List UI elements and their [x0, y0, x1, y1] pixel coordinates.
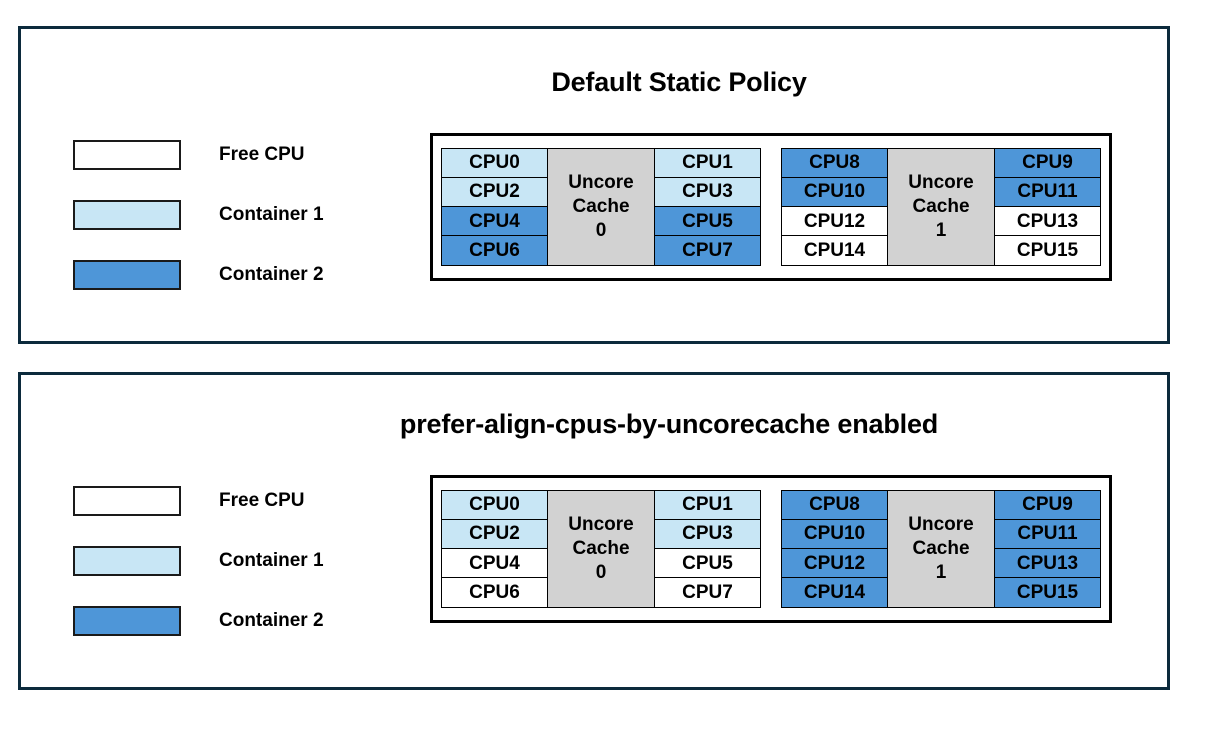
- legend-swatch-container2: [73, 606, 181, 636]
- cpu-cell: CPU4: [441, 548, 548, 579]
- cpu-cell: CPU3: [654, 177, 761, 208]
- cpu-cell: CPU13: [994, 548, 1101, 579]
- panel-default-static-policy: Default Static Policy Free CPU Container …: [18, 26, 1170, 344]
- legend-swatch-container2: [73, 260, 181, 290]
- cpu-cell: CPU15: [994, 235, 1101, 266]
- cpu-cell: CPU2: [441, 519, 548, 550]
- legend-label: Free CPU: [219, 490, 305, 511]
- uncore-cache-label-line: Uncore: [908, 513, 974, 535]
- cpu-cell: CPU1: [654, 148, 761, 179]
- legend-label: Container 1: [219, 204, 324, 225]
- legend-label: Free CPU: [219, 144, 305, 165]
- cpu-cell: CPU11: [994, 177, 1101, 208]
- cpu-cell: CPU12: [781, 206, 888, 237]
- legend-label: Container 2: [219, 264, 324, 285]
- legend-swatch-container1: [73, 200, 181, 230]
- legend-label: Container 2: [219, 610, 324, 631]
- cpu-cell: CPU10: [781, 177, 888, 208]
- legend: Free CPU Container 1 Container 2: [73, 125, 324, 305]
- uncore-cache-label-line: 0: [595, 562, 607, 584]
- cpu-cell: CPU6: [441, 235, 548, 266]
- uncore-cache-label-line: Uncore: [568, 513, 634, 535]
- page-title: Default Static Policy: [551, 67, 807, 97]
- legend-item: Free CPU: [73, 125, 324, 185]
- legend-item: Free CPU: [73, 471, 324, 531]
- legend-label: Container 1: [219, 550, 324, 571]
- legend-swatch-free-cpu: [73, 140, 181, 170]
- uncore-cache-label-line: Cache: [572, 195, 630, 217]
- uncore-cache-label-line: Uncore: [568, 171, 634, 193]
- cpu-cell: CPU7: [654, 577, 761, 608]
- cpu-cell: CPU15: [994, 577, 1101, 608]
- cpu-cell: CPU5: [654, 548, 761, 579]
- legend-item: Container 1: [73, 531, 324, 591]
- uncore-cache-label-line: 1: [935, 220, 947, 242]
- legend-item: Container 2: [73, 591, 324, 651]
- uncore-cache-label-line: 1: [935, 562, 947, 584]
- cpu-cell: CPU1: [654, 490, 761, 521]
- cpu-cell: CPU11: [994, 519, 1101, 550]
- cpu-cell: CPU2: [441, 177, 548, 208]
- cpu-cell: CPU12: [781, 548, 888, 579]
- cpu-cell: CPU0: [441, 148, 548, 179]
- cpu-cell: CPU5: [654, 206, 761, 237]
- cpu-cell: CPU8: [781, 490, 888, 521]
- legend-swatch-container1: [73, 546, 181, 576]
- legend-item: Container 2: [73, 245, 324, 305]
- uncore-cache-label-line: Cache: [912, 537, 970, 559]
- cpu-cell: CPU0: [441, 490, 548, 521]
- uncore-cache-label-line: 0: [595, 220, 607, 242]
- cpu-cell: CPU9: [994, 148, 1101, 179]
- page-title: prefer-align-cpus-by-uncorecache enabled: [399, 409, 939, 439]
- legend-item: Container 1: [73, 185, 324, 245]
- cpu-cell: CPU10: [781, 519, 888, 550]
- cpu-cell: CPU14: [781, 235, 888, 266]
- cpu-cell: CPU8: [781, 148, 888, 179]
- cpu-cell: CPU9: [994, 490, 1101, 521]
- cpu-cell: CPU3: [654, 519, 761, 550]
- cpu-cell: CPU7: [654, 235, 761, 266]
- cpu-cell: CPU4: [441, 206, 548, 237]
- panel-prefer-align-cpus-by-uncorecache: prefer-align-cpus-by-uncorecache enabled…: [18, 372, 1170, 690]
- cpu-cell: CPU13: [994, 206, 1101, 237]
- legend: Free CPU Container 1 Container 2: [73, 471, 324, 651]
- uncore-cache-label-line: Cache: [912, 195, 970, 217]
- uncore-cache-label-line: Cache: [572, 537, 630, 559]
- cpu-cell: CPU6: [441, 577, 548, 608]
- cpu-cell: CPU14: [781, 577, 888, 608]
- legend-swatch-free-cpu: [73, 486, 181, 516]
- uncore-cache-label-line: Uncore: [908, 171, 974, 193]
